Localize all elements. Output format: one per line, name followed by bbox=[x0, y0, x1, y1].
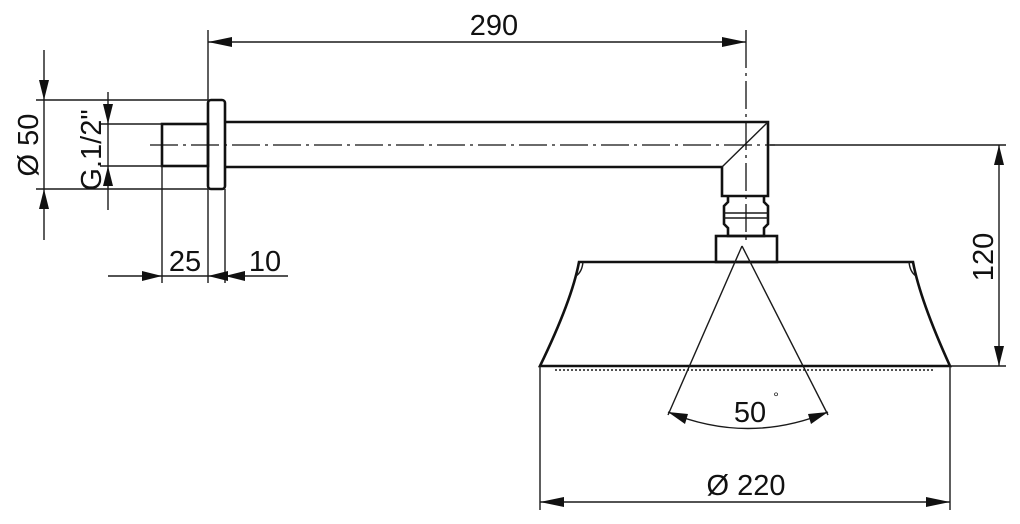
dimension-head-diameter bbox=[539, 366, 951, 510]
spray-angle-label: 50 bbox=[734, 397, 766, 429]
thread-length-label: 25 bbox=[169, 246, 201, 278]
thread-label: G.1/2" bbox=[76, 109, 108, 190]
head-height-label: 120 bbox=[968, 233, 1000, 281]
shower-head bbox=[537, 260, 953, 371]
head-diameter-label: Ø 220 bbox=[707, 470, 786, 502]
dimension-thread-and-flange-lengths bbox=[108, 166, 288, 283]
spray-angle-degree: ° bbox=[773, 389, 779, 405]
dimension-spray-angle bbox=[667, 245, 829, 430]
shower-arm bbox=[225, 120, 770, 198]
dimension-head-height bbox=[770, 144, 1006, 367]
dimension-thread bbox=[100, 92, 162, 210]
dimension-arm-length bbox=[207, 30, 747, 100]
arm-length-label: 290 bbox=[470, 10, 518, 42]
flange-diameter-label: Ø 50 bbox=[13, 114, 45, 177]
flange-thickness-label: 10 bbox=[249, 246, 281, 278]
dimension-flange-diameter bbox=[36, 50, 208, 240]
